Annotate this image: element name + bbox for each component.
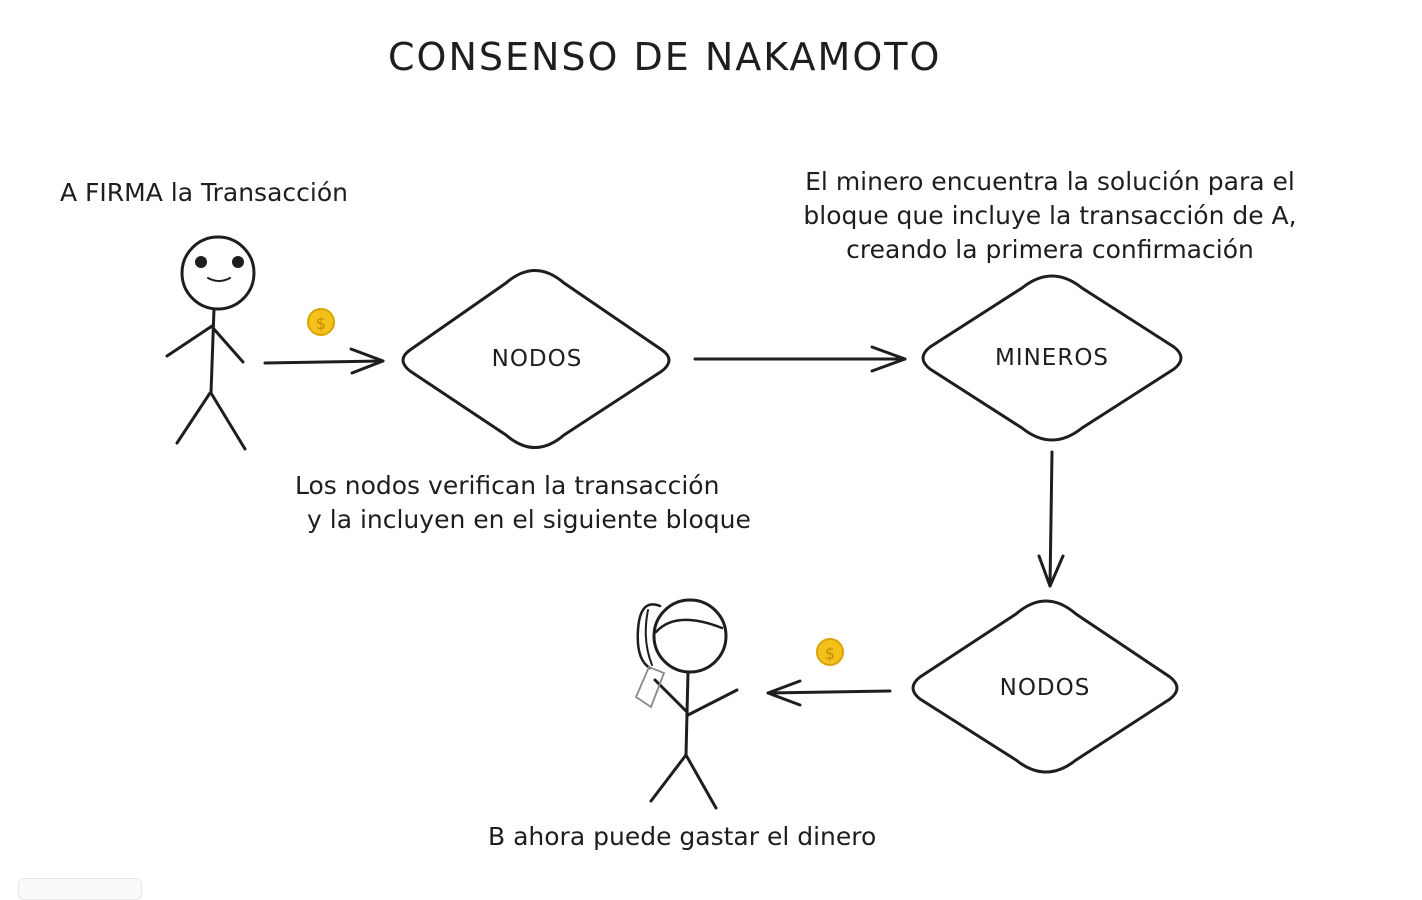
sender-arm-right [211, 326, 245, 364]
sender-eye-left [195, 256, 207, 268]
sender-note: A FIRMA la Transacción [60, 178, 348, 207]
corner-panel-edge [18, 878, 142, 900]
receiver-note: B ahora puede gastar el dinero [488, 822, 877, 851]
receiver-ponytail-inner [644, 609, 653, 666]
sender-leg-left [175, 391, 212, 445]
diagram-title: CONSENSO DE NAKAMOTO [388, 35, 942, 79]
receiver-ponytail [636, 603, 662, 670]
arrow-mineros-to-nodos [1037, 450, 1065, 588]
miner-note-line-1: El minero encuentra la solución para el [805, 167, 1295, 196]
receiver-head [652, 598, 728, 674]
mineros-diamond [921, 274, 1183, 442]
nodos-diamond-1 [401, 269, 671, 449]
mineros-label: MINEROS [994, 345, 1110, 371]
coin-icon: $ [307, 308, 335, 336]
sender-body [209, 307, 216, 395]
sender-eye-right [232, 256, 244, 268]
sender-smile [207, 277, 231, 282]
sender-stick-figure [165, 235, 256, 451]
svg-text:$: $ [825, 644, 835, 663]
verify-note-line-1: Los nodos verifican la transacción [295, 471, 720, 500]
receiver-arm-left [653, 678, 689, 714]
sender-head [180, 235, 256, 311]
nodos-diamond-2 [911, 599, 1179, 774]
coin-icon: $ [816, 638, 844, 666]
receiver-hair [654, 618, 724, 634]
arrow-nodos-to-mineros [693, 345, 907, 373]
phone-icon [634, 665, 666, 709]
arrow-sender-to-nodos [263, 347, 385, 375]
receiver-leg-left [649, 753, 688, 803]
verify-note-line-2: y la incluyen en el siguiente bloque [307, 505, 751, 534]
receiver-arm-right [686, 688, 739, 717]
nodos-label-2: NODOS [999, 675, 1091, 701]
nodos-label-1: NODOS [491, 346, 583, 372]
arrow-nodos-to-receiver [766, 679, 892, 707]
miner-note-line-3: creando la primera confirmación [846, 235, 1254, 264]
svg-text:$: $ [316, 314, 326, 333]
receiver-leg-right [684, 753, 718, 810]
sender-leg-right [209, 391, 247, 451]
receiver-stick-figure [634, 598, 739, 810]
miner-note-line-2: bloque que incluye la transacción de A, [803, 201, 1297, 230]
sender-arm-left [165, 324, 214, 358]
